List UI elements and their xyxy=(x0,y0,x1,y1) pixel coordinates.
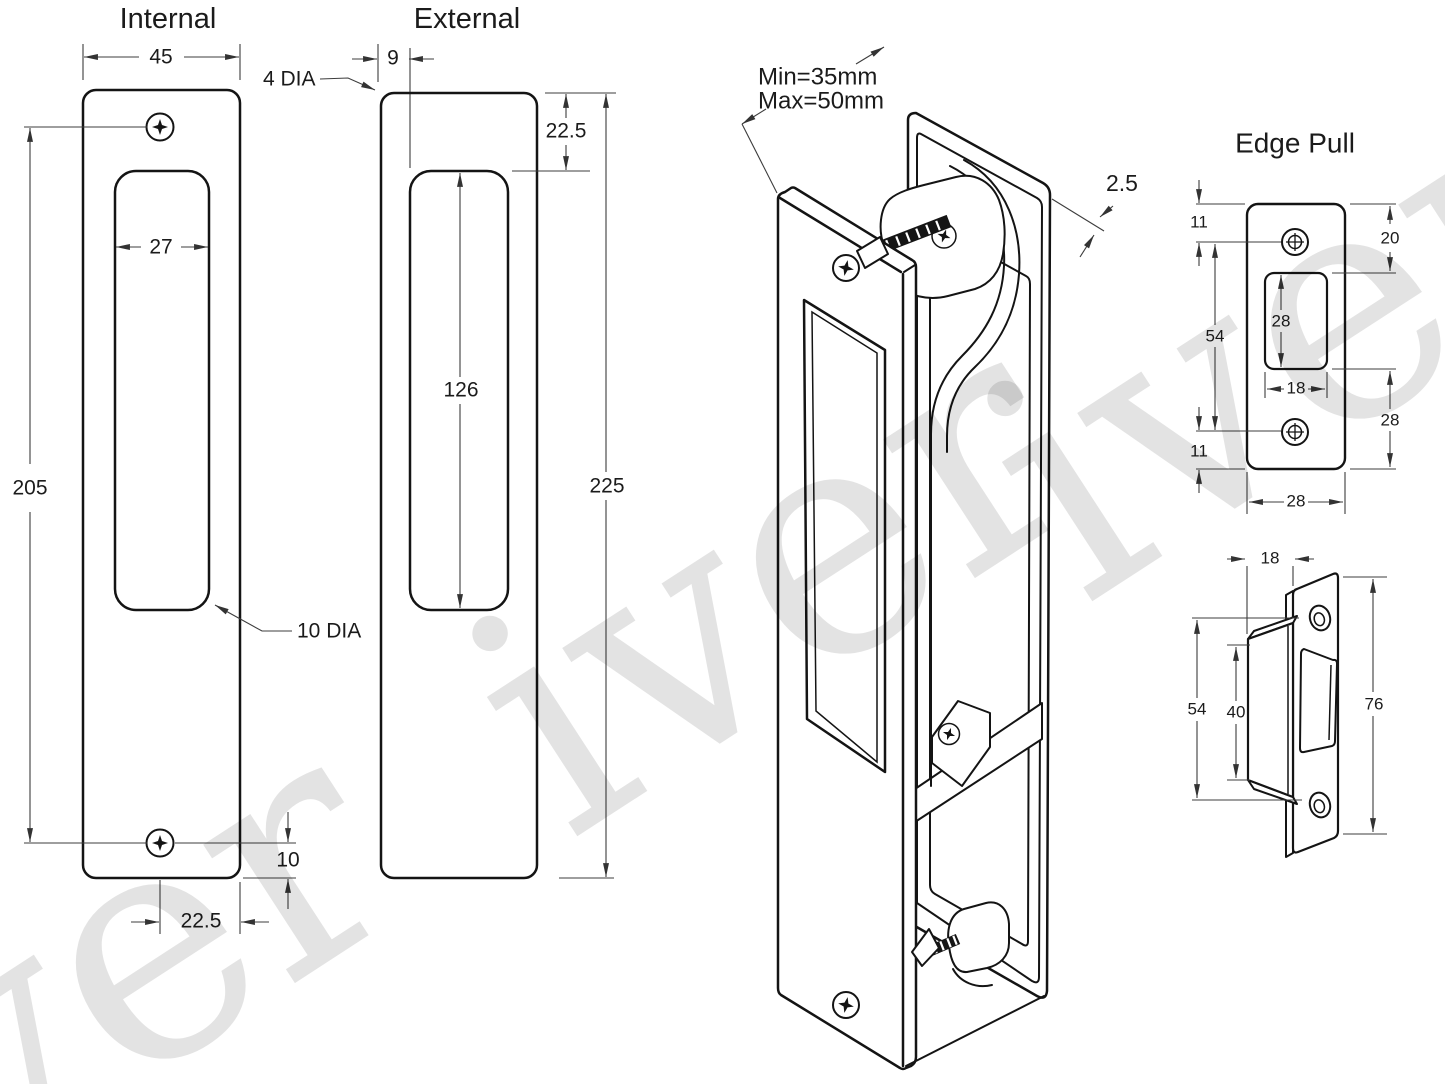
assembly-bottom-screw-head xyxy=(911,928,940,967)
front-plate-corner-edge xyxy=(903,264,916,273)
external-edge-offset-dim: 9 xyxy=(387,47,399,70)
external-slot-length-dim: 126 xyxy=(443,379,478,402)
dim-arrow xyxy=(1099,205,1114,218)
internal-top-screw-icon xyxy=(145,112,175,142)
edge-pull-cutout-height-dim: 28 xyxy=(1272,312,1291,331)
edge-pull-side-view: 18 54 40 76 xyxy=(1188,549,1387,858)
dim-arrow xyxy=(1079,234,1095,258)
edge-pull-side-top-hole-icon xyxy=(1308,604,1332,632)
external-view: External 4 DIA 9 22.5 126 225 xyxy=(263,3,625,880)
edge-pull-screw-spacing-dim: 54 xyxy=(1206,327,1225,346)
edge-pull-plate-width-dim: 28 xyxy=(1287,492,1306,511)
front-plate-top-edge xyxy=(778,196,903,274)
internal-screw-to-bottom-dim: 10 xyxy=(276,849,299,872)
edge-pull-plate xyxy=(1245,202,1347,471)
assembly-bottom-boss xyxy=(947,901,1010,974)
assembly-3d-view: Min=35mm Max=50mm 2.5 xyxy=(741,46,1138,1071)
assembly-s-bracket-inner xyxy=(946,159,1021,453)
edge-pull-hole-spacing-dim: 54 xyxy=(1188,700,1207,719)
internal-plate xyxy=(81,88,242,880)
edge-pull-bottom-screw-icon xyxy=(1281,418,1309,446)
external-plate-height-dim: 225 xyxy=(589,475,624,498)
internal-screw-to-edge-dim: 22.5 xyxy=(181,910,222,933)
assembly-door-min-label: Min=35mm xyxy=(758,64,877,91)
internal-plate-width-dim: 45 xyxy=(149,46,172,69)
watermark-text-bottom-left: iver xyxy=(0,658,455,1084)
edge-pull-cutout xyxy=(1263,271,1329,371)
internal-slot-diameter-label: 10 DIA xyxy=(297,620,361,643)
internal-title: Internal xyxy=(120,3,217,35)
edge-pull-side-body xyxy=(1246,621,1295,799)
assembly-bottom-edge xyxy=(905,995,1045,1067)
edge-pull-title: Edge Pull xyxy=(1235,128,1355,159)
front-plate-recess xyxy=(802,298,887,774)
assembly-mid-screw-icon xyxy=(937,722,961,746)
watermark-layer: iver iver iver xyxy=(0,18,1445,1084)
external-slot xyxy=(408,169,510,612)
ext-line xyxy=(1051,198,1105,232)
assembly-bottom-bracket xyxy=(952,968,993,988)
assembly-door-max-label: Max=50mm xyxy=(758,88,884,115)
dim-arrow xyxy=(855,46,885,65)
front-plate-recess-inner xyxy=(811,310,878,764)
assembly-plate-thickness-dim: 2.5 xyxy=(1106,170,1138,196)
edge-pull-side-bottom-hole-icon xyxy=(1308,791,1332,819)
assembly-back-frame-inner xyxy=(916,132,1043,984)
edge-pull-top-to-cutout-dim: 20 xyxy=(1381,229,1400,248)
front-plate-top-screw-icon xyxy=(832,254,860,282)
leader-line xyxy=(741,123,778,194)
internal-slot xyxy=(113,169,211,612)
front-plate-bottom-screw-icon xyxy=(832,991,860,1019)
edge-pull-cutout-width-dim: 18 xyxy=(1287,379,1306,398)
edge-pull-front-view: Edge Pull 11 20 xyxy=(1190,128,1400,514)
internal-view: Internal 45 27 205 10 DIA xyxy=(12,3,361,934)
leader-line xyxy=(214,604,292,632)
dim-arrow xyxy=(741,108,767,125)
edge-pull-plate-height-dim: 76 xyxy=(1365,695,1384,714)
assembly-top-screw-head xyxy=(856,236,889,269)
edge-pull-top-margin-dim: 11 xyxy=(1190,213,1208,232)
edge-pull-body-height-dim: 40 xyxy=(1227,703,1246,722)
edge-pull-bottom-margin-dim: 11 xyxy=(1190,442,1208,461)
edge-pull-side-recess xyxy=(1299,648,1338,754)
edge-pull-cutout-to-bottom-dim: 28 xyxy=(1381,411,1400,430)
internal-screw-spacing-dim: 205 xyxy=(12,477,47,500)
edge-pull-top-screw-icon xyxy=(1281,228,1309,256)
external-plate xyxy=(379,91,539,880)
external-top-inset-dim: 22.5 xyxy=(546,120,587,143)
leader-line xyxy=(319,77,376,91)
edge-pull-side-recess-depth xyxy=(1328,664,1332,741)
edge-pull-body-depth-dim: 18 xyxy=(1261,549,1280,568)
external-title: External xyxy=(414,3,520,35)
internal-slot-width-dim: 27 xyxy=(149,236,172,259)
external-hole-diameter-label: 4 DIA xyxy=(263,68,316,91)
assembly-top-rod xyxy=(876,214,952,255)
